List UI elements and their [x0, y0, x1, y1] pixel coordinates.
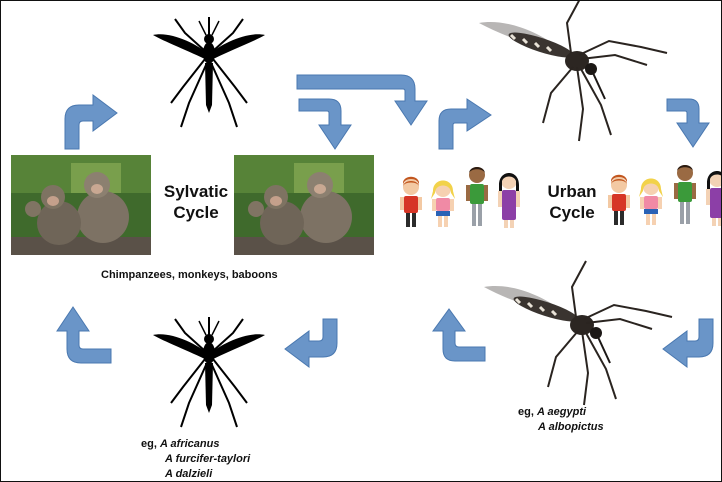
- arrow-up-right-1: [65, 95, 117, 149]
- people-group-left: [400, 167, 520, 228]
- urban-example-line1: eg, A aegypti: [518, 406, 586, 418]
- sylvatic-hosts-label: Chimpanzees, monkeys, baboons: [101, 269, 278, 281]
- arrow-left-up-1: [57, 307, 111, 363]
- urban-title-line2: Cycle: [537, 202, 607, 223]
- arrow-down-left-1: [285, 319, 337, 367]
- arrow-right-down-2: [667, 99, 709, 147]
- sylvatic-mosquito-bottom: [153, 317, 265, 427]
- sylvatic-eg: eg,: [141, 438, 157, 450]
- arrow-down-left-2: [663, 319, 713, 367]
- urban-species-1: A aegypti: [537, 406, 586, 418]
- arrow-down-1: [299, 99, 351, 149]
- urban-mosquito-bottom: [484, 261, 672, 405]
- sylvatic-mosquito-top: [153, 17, 265, 127]
- sylvatic-species-2: A furcifer-taylori: [165, 453, 250, 465]
- urban-species-2: A albopictus: [538, 421, 604, 433]
- sylvatic-title-line1: Sylvatic: [161, 181, 231, 202]
- sylvatic-species-1: A africanus: [160, 438, 220, 450]
- sylvatic-example-line1: eg, A africanus: [141, 438, 219, 450]
- urban-mosquito-top: [479, 1, 667, 141]
- people-group-right: [608, 165, 721, 226]
- arrow-left-up-2: [433, 309, 485, 361]
- urban-eg: eg,: [518, 406, 534, 418]
- urban-title-line1: Urban: [537, 181, 607, 202]
- monkeys-photo-right: [234, 155, 374, 255]
- sylvatic-species-3: A dalzieli: [165, 468, 212, 480]
- sylvatic-cycle-title: Sylvatic Cycle: [161, 181, 231, 223]
- urban-cycle-title: Urban Cycle: [537, 181, 607, 223]
- monkeys-photo-left: [11, 155, 151, 255]
- arrow-up-right-2: [439, 99, 491, 149]
- sylvatic-title-line2: Cycle: [161, 202, 231, 223]
